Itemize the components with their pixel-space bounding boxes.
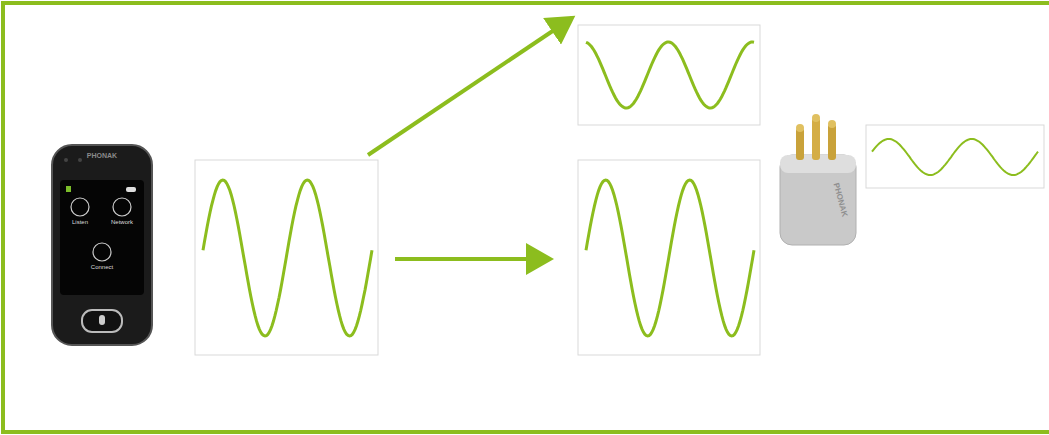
frame-border xyxy=(3,3,1049,432)
transmitter-device xyxy=(52,145,152,345)
signal-arrow xyxy=(395,257,550,261)
receiver-device xyxy=(780,114,856,245)
screen-label: Network xyxy=(111,219,133,225)
signal-arrow xyxy=(368,18,572,155)
signal-box xyxy=(195,160,378,355)
signal-box xyxy=(866,125,1044,188)
brand-label: PHONAK xyxy=(87,152,117,159)
sine-wave xyxy=(872,139,1038,175)
screen-label: Listen xyxy=(72,219,88,225)
sine-wave xyxy=(203,180,372,336)
sine-wave xyxy=(586,42,754,108)
sine-wave xyxy=(586,180,754,336)
signal-box xyxy=(578,160,760,355)
signal-box xyxy=(578,25,760,125)
screen-label: Connect xyxy=(91,264,113,270)
